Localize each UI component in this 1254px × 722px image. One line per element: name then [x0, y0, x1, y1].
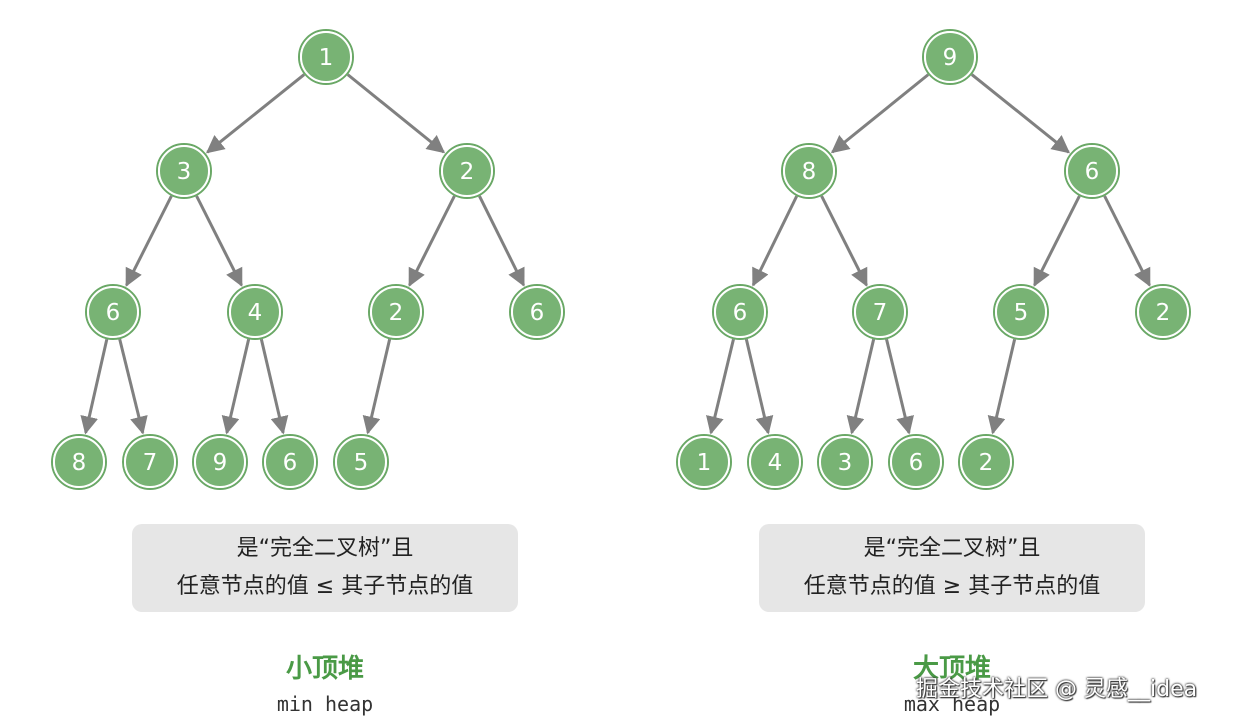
min-heap-node: 2	[368, 284, 424, 340]
min-heap-subtitle: min heap	[276, 692, 374, 716]
max-heap-edge	[970, 73, 1071, 154]
max-heap-node: 2	[958, 434, 1014, 490]
min-heap-node: 4	[227, 284, 283, 340]
min-heap-node-value: 4	[248, 300, 263, 326]
max-heap-edge	[1033, 195, 1081, 287]
min-heap-edge	[80, 338, 109, 435]
min-heap-node-value: 2	[389, 300, 404, 326]
max-heap-node-value: 6	[1085, 159, 1100, 185]
max-heap-edge	[706, 338, 735, 435]
max-heap-edge	[846, 338, 876, 435]
max-heap-node-value: 1	[697, 450, 712, 476]
max-heap-node-value: 7	[873, 300, 888, 326]
max-heap-tree: 9 8 6 6 7 5 2 1 4 3 6 2	[676, 29, 1191, 490]
max-heap-node-value: 6	[733, 300, 748, 326]
max-heap-node: 6	[1064, 143, 1120, 199]
min-heap-caption-line2: 任意节点的值 ≤ 其子节点的值	[176, 574, 474, 599]
min-heap-node: 5	[333, 434, 389, 490]
max-heap-node: 6	[888, 434, 944, 490]
max-heap-caption: 是“完全二叉树”且 任意节点的值 ≥ 其子节点的值	[759, 524, 1145, 612]
max-heap-edge	[830, 73, 930, 154]
min-heap-edge	[346, 73, 446, 154]
min-heap-caption-line1: 是“完全二叉树”且	[236, 536, 414, 561]
max-heap-node: 4	[747, 434, 803, 490]
max-heap-node: 3	[817, 434, 873, 490]
max-heap-edge	[1103, 195, 1151, 287]
max-heap-node-value: 6	[909, 450, 924, 476]
watermark: 掘金技术社区 @ 灵感__idea	[916, 677, 1198, 702]
min-heap-node: 2	[439, 143, 495, 199]
min-heap-node-value: 9	[213, 450, 228, 476]
min-heap-node: 6	[262, 434, 318, 490]
min-heap-node-value: 5	[354, 450, 369, 476]
min-heap-node-value: 6	[106, 300, 121, 326]
min-heap-node: 7	[122, 434, 178, 490]
min-heap-node-value: 1	[319, 45, 334, 71]
max-heap-node: 1	[676, 434, 732, 490]
max-heap-node-value: 9	[943, 45, 958, 71]
max-heap-edge	[820, 195, 868, 287]
min-heap-edge	[205, 73, 306, 154]
min-heap-caption: 是“完全二叉树”且 任意节点的值 ≤ 其子节点的值	[132, 524, 518, 612]
min-heap-edge	[478, 195, 526, 287]
min-heap-node: 9	[192, 434, 248, 490]
min-heap-edge	[125, 195, 173, 287]
min-heap-node-value: 8	[72, 450, 87, 476]
max-heap-node-value: 2	[979, 450, 994, 476]
max-heap-caption-line1: 是“完全二叉树”且	[863, 536, 1041, 561]
min-heap-edge	[195, 195, 243, 287]
max-heap-title: 大顶堆	[912, 654, 991, 684]
min-heap-node-value: 6	[530, 300, 545, 326]
max-heap-node-value: 5	[1014, 300, 1029, 326]
max-heap-edge	[987, 338, 1017, 435]
max-heap-node-value: 2	[1156, 300, 1171, 326]
max-heap-node: 6	[712, 284, 768, 340]
min-heap-edge	[221, 338, 251, 435]
max-heap-node-value: 8	[802, 159, 817, 185]
max-heap-edge	[885, 338, 914, 435]
max-heap-node-value: 4	[768, 450, 783, 476]
min-heap-node: 1	[298, 29, 354, 85]
max-heap-node: 7	[852, 284, 908, 340]
min-heap-title: 小顶堆	[285, 654, 364, 684]
max-heap-subtitle: max heap	[903, 692, 1001, 716]
max-heap-edge	[744, 338, 774, 435]
min-heap-node-value: 7	[143, 450, 158, 476]
max-heap-node: 8	[781, 143, 837, 199]
max-heap-edge	[751, 195, 799, 287]
max-heap-node: 5	[993, 284, 1049, 340]
min-heap-node: 8	[51, 434, 107, 490]
max-heap-node-value: 3	[838, 450, 853, 476]
min-heap-node-value: 6	[283, 450, 298, 476]
min-heap-edge	[362, 338, 392, 435]
max-heap-caption-line2: 任意节点的值 ≥ 其子节点的值	[803, 574, 1101, 599]
min-heap-node: 6	[85, 284, 141, 340]
min-heap-edge	[408, 195, 456, 287]
min-heap-node-value: 2	[460, 159, 475, 185]
min-heap-edge	[259, 338, 289, 435]
min-heap-node: 6	[509, 284, 565, 340]
max-heap-node: 9	[922, 29, 978, 85]
max-heap-node: 2	[1135, 284, 1191, 340]
min-heap-node: 3	[156, 143, 212, 199]
min-heap-tree: 1 3 2 6 4 2 6 8 7 9 6 5	[51, 29, 565, 490]
min-heap-edge	[118, 338, 148, 435]
min-heap-node-value: 3	[177, 159, 192, 185]
